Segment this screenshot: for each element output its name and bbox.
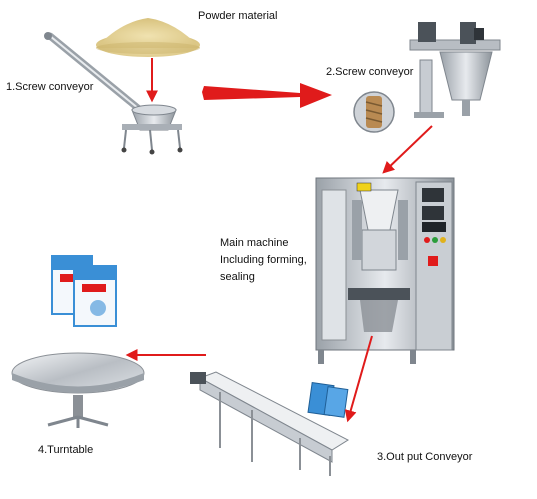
arrow-main-to-output [344,335,373,423]
flow-arrows [125,58,433,423]
auger-filler-image [409,22,501,118]
label-main-machine-line1: Main machine [220,237,289,249]
arrow-conveyor2-to-main [382,125,433,174]
packaged-bags-image [51,255,117,327]
screw-conveyor-1-image [44,32,183,155]
label-powder-material: Powder material [198,10,278,22]
vertical-packing-machine-image [315,177,455,364]
label-screw-conveyor-1: 1.Screw conveyor [6,81,94,93]
label-output-conveyor: 3.Out put Conveyor [377,451,473,463]
powder-pile-image [96,18,200,57]
label-turntable: 4.Turntable [38,444,94,456]
label-screw-conveyor-2: 2.Screw conveyor [326,66,414,78]
arrow-conveyor1-to-conveyor2 [202,83,332,108]
label-main-machine-line2: Including forming, [220,254,307,266]
label-main-machine-line3: sealing [220,271,255,283]
rotary-turntable-image [11,352,145,428]
auger-screw-closeup-image [353,91,395,133]
output-conveyor-image [190,371,350,476]
